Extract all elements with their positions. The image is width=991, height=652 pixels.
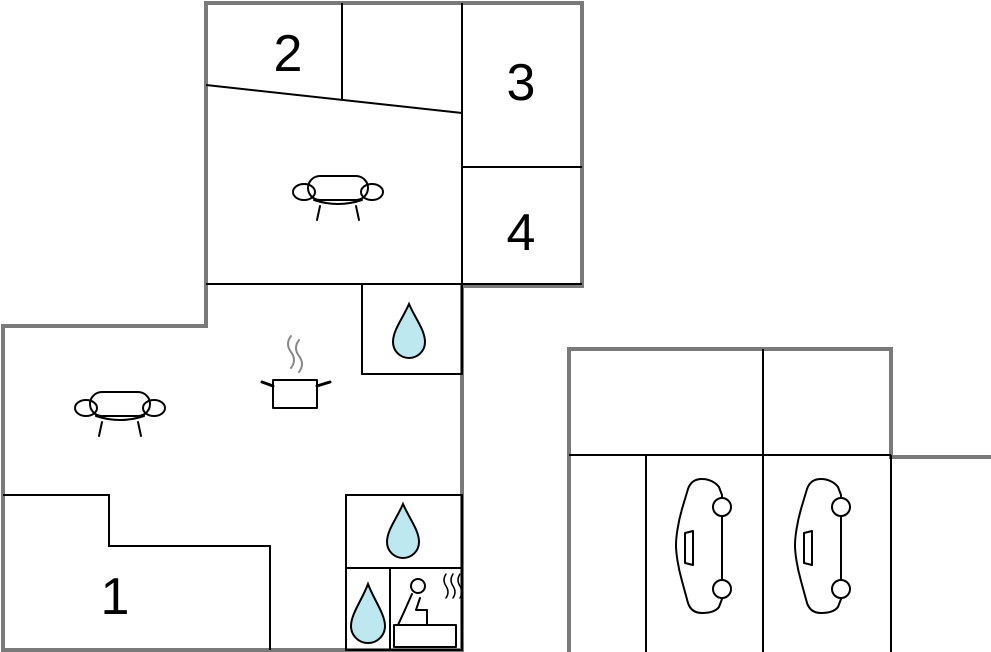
sofa-icon	[74, 391, 166, 437]
bathroom-upper	[361, 283, 463, 375]
cooking-pot-icon	[260, 335, 332, 409]
house-walls	[1, 1, 584, 652]
garage-walls	[567, 347, 991, 652]
sauna-icon	[393, 573, 463, 648]
room-1-walls	[3, 494, 271, 650]
upper-block-wall	[204, 1, 584, 288]
room-number-3: 3	[507, 54, 536, 112]
bathroom-lower	[345, 494, 463, 651]
water-drop-icon	[349, 581, 387, 644]
water-drop-icon	[385, 501, 421, 559]
lower-left-wall	[1, 324, 208, 652]
sofa-icon	[292, 175, 384, 221]
car-icon	[675, 478, 732, 614]
house-partitions	[3, 3, 582, 651]
water-drop-icon	[391, 301, 427, 359]
partition	[205, 84, 463, 114]
room-number-1: 1	[101, 568, 130, 626]
room-number-2: 2	[274, 25, 303, 83]
garage-outer-wall	[567, 347, 991, 652]
room-number-4: 4	[507, 204, 536, 262]
car-icon	[794, 478, 851, 614]
